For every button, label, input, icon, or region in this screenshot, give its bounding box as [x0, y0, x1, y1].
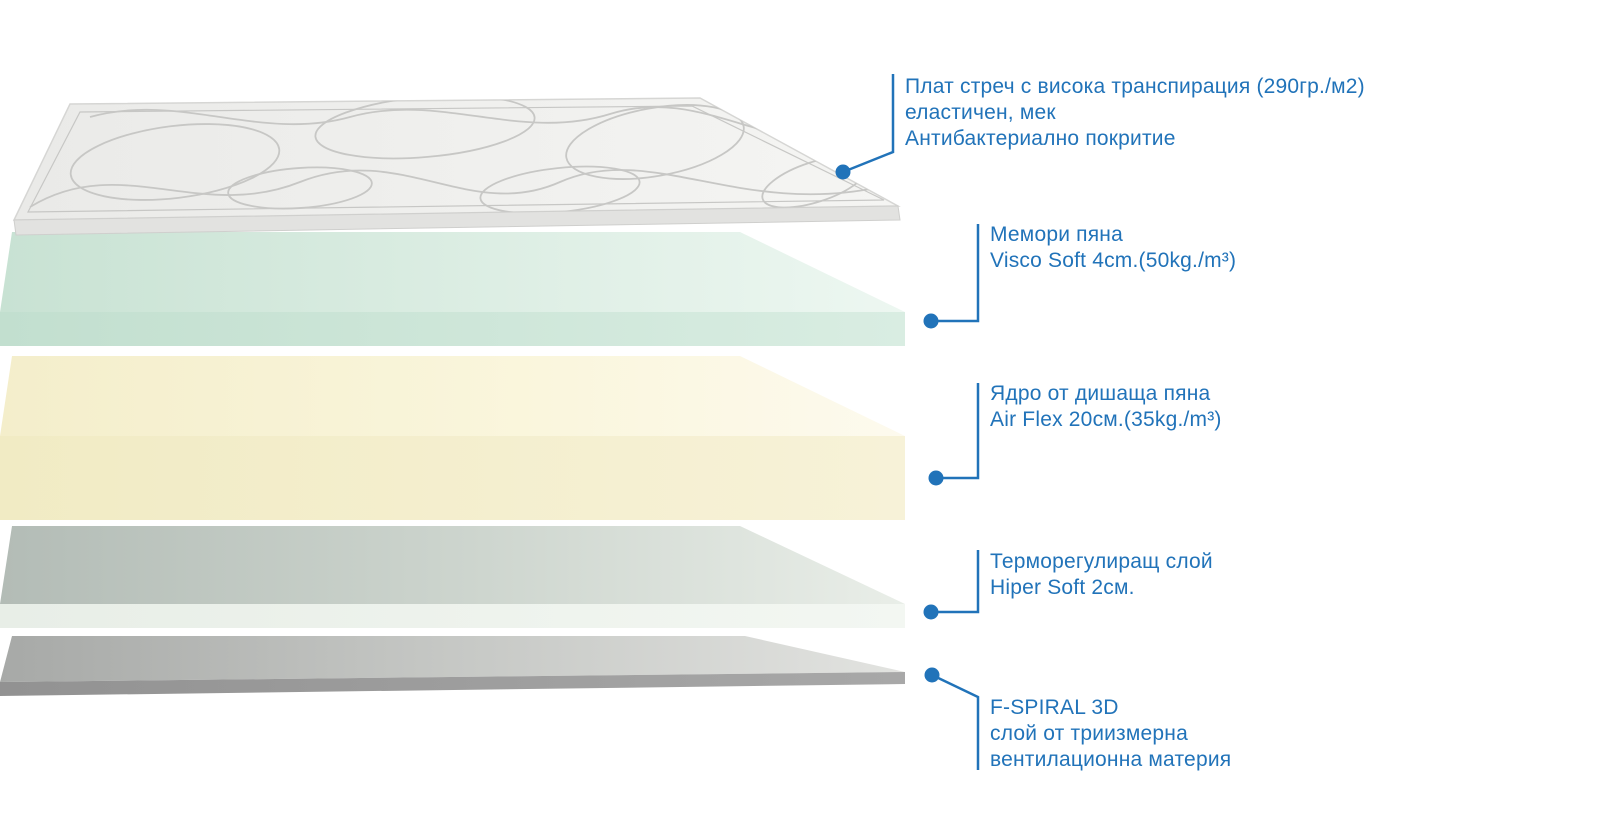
callout-dots	[835, 164, 944, 683]
label-memory-foam-line-1: Мемори пяна	[990, 223, 1123, 246]
connector-memory-foam	[931, 224, 980, 323]
connector-fabric-cover	[842, 74, 895, 174]
connector-thermo	[931, 550, 980, 614]
label-air-flex-core: Ядро от дишаща пяна Air Flex 20см.(35kg.…	[990, 381, 1222, 433]
layer-fabric-cover	[12, 97, 901, 236]
label-fabric-cover-line-3: Антибактериално покритие	[905, 127, 1176, 150]
label-f-spiral-line-2: слой от триизмерна	[990, 722, 1188, 745]
layer-thermo-front-face	[0, 604, 905, 628]
label-air-flex-line-2: Air Flex 20см.(35kg./m³)	[990, 408, 1222, 431]
layer-f-spiral-3d-front-face	[0, 672, 905, 696]
label-memory-foam-line-2: Visco Soft 4cm.(50kg./m³)	[990, 249, 1237, 272]
layer-air-flex-core	[0, 356, 905, 520]
label-fabric-cover-line-1: Плат стреч с висока транспирация (290гр.…	[905, 75, 1365, 98]
label-air-flex-line-1: Ядро от дишаща пяна	[990, 382, 1211, 405]
callout-connectors	[842, 74, 980, 770]
layer-memory-foam-top-face	[0, 232, 905, 312]
layer-air-flex-front-face	[0, 436, 905, 520]
layer-memory-foam	[0, 232, 905, 346]
connector-air-flex	[936, 383, 980, 480]
layer-f-spiral-3d-top-face	[0, 636, 905, 682]
dot-f-spiral	[924, 667, 940, 683]
layer-air-flex-top-face	[0, 356, 905, 436]
layer-memory-foam-front-face	[0, 312, 905, 346]
connector-f-spiral	[931, 673, 980, 770]
layer-thermo-regulating	[0, 526, 905, 628]
label-f-spiral-line-1: F-SPIRAL 3D	[990, 696, 1119, 719]
label-fabric-cover: Плат стреч с висока транспирация (290гр.…	[905, 74, 1365, 152]
dot-air-flex	[928, 470, 944, 486]
layer-thermo-top-face	[0, 526, 905, 604]
label-f-spiral-line-3: вентилационна материя	[990, 748, 1232, 771]
label-thermo-line-2: Hiper Soft 2см.	[990, 576, 1135, 599]
label-fabric-cover-line-2: еластичен, мек	[905, 101, 1056, 124]
dot-thermo	[923, 604, 939, 620]
fabric-quilt-pattern	[27, 98, 885, 215]
label-f-spiral-3d: F-SPIRAL 3D слой от триизмерна вентилаци…	[990, 695, 1231, 773]
label-thermo-line-1: Терморегулиращ слой	[990, 550, 1213, 573]
label-memory-foam: Мемори пяна Visco Soft 4cm.(50kg./m³)	[990, 222, 1236, 274]
label-thermo-regulating: Терморегулиращ слой Hiper Soft 2см.	[990, 549, 1213, 601]
dot-memory-foam	[923, 313, 939, 329]
dot-fabric-cover	[835, 164, 851, 180]
layer-f-spiral-3d	[0, 636, 905, 696]
fabric-edge-band	[13, 205, 901, 236]
